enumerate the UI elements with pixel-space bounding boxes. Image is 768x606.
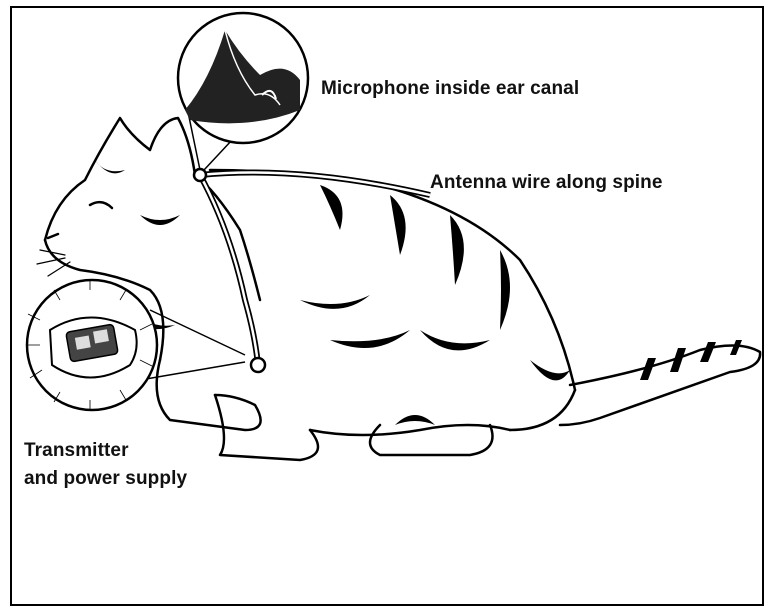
label-transmitter-line2: and power supply [24,465,187,493]
label-antenna: Antenna wire along spine [430,172,663,194]
cat-illustration [37,118,760,460]
label-transmitter-line1: Transmitter [24,437,187,465]
transmitter-inset [26,280,245,410]
label-microphone: Microphone inside ear canal [321,78,579,100]
ear-inset [178,13,308,170]
label-transmitter: Transmitter and power supply [24,437,187,493]
